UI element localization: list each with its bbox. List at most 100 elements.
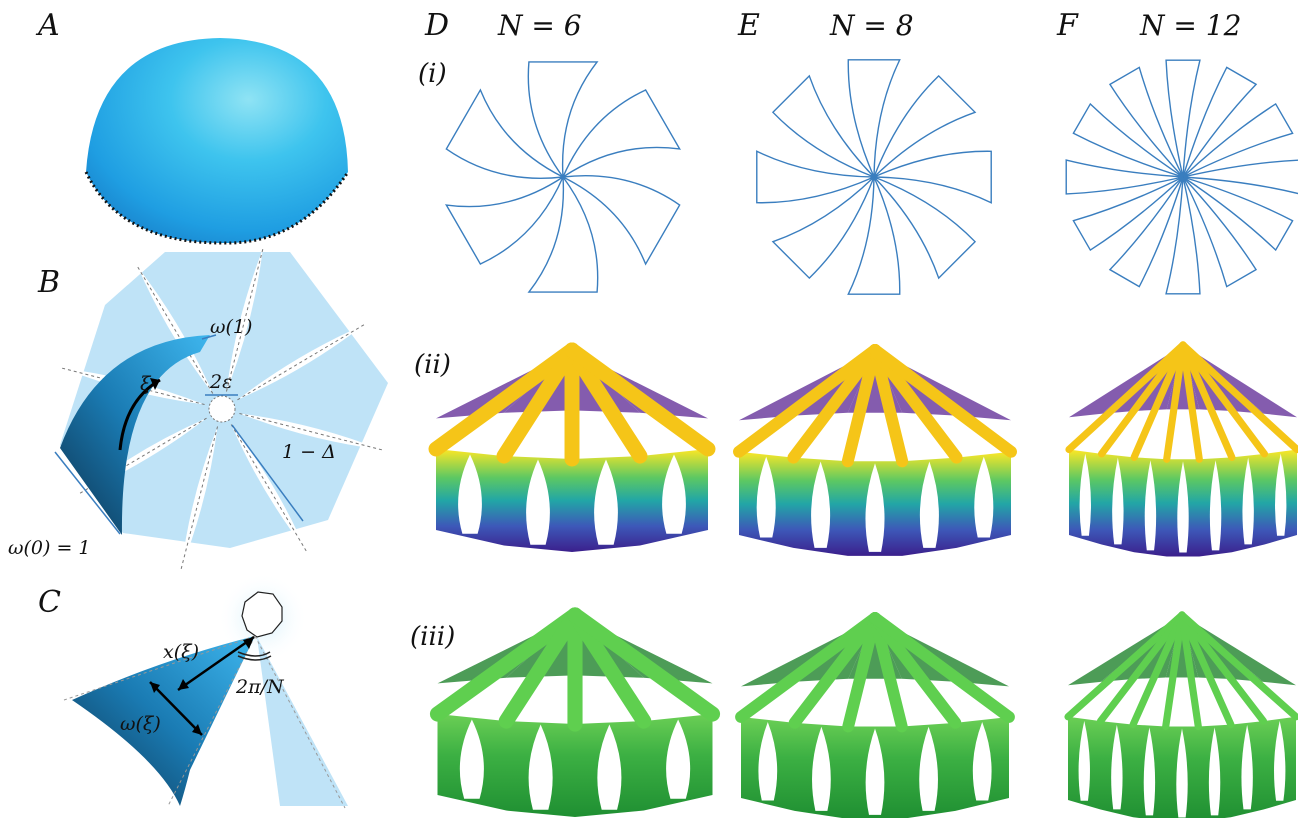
petal xyxy=(1072,102,1184,178)
panel-label-a: A xyxy=(35,8,60,43)
dome-rib xyxy=(787,344,881,464)
petal xyxy=(560,174,681,266)
dome-wall xyxy=(437,714,713,817)
petal xyxy=(1182,159,1298,195)
petal xyxy=(1165,59,1201,178)
dome-opening xyxy=(1208,727,1221,816)
dome-rib xyxy=(496,342,580,464)
petal xyxy=(1182,102,1294,178)
petal xyxy=(1108,66,1184,178)
dome-rib xyxy=(564,342,716,457)
dome-rib xyxy=(733,344,881,458)
dome-rib xyxy=(1178,611,1298,721)
dome-rib xyxy=(788,612,881,729)
dome-rib xyxy=(1178,611,1202,731)
label-x-xi: x(ξ) xyxy=(163,641,199,663)
dome-opening xyxy=(666,719,691,799)
dome-back-panel xyxy=(575,615,713,684)
dome-opening xyxy=(811,461,831,548)
dome-rib xyxy=(842,612,881,733)
flat-pattern-n6 xyxy=(444,61,682,293)
dome-opening xyxy=(1242,457,1254,545)
dome-rib xyxy=(1130,341,1187,461)
label-omega-xi: ω(ξ) xyxy=(120,713,161,735)
dome-opening xyxy=(974,456,994,538)
panel-c-sector: x(ξ) ω(ξ) 2π/N xyxy=(63,573,348,809)
dome-rib xyxy=(429,607,583,722)
petal xyxy=(847,176,901,295)
petal xyxy=(1072,176,1184,252)
dome-opening xyxy=(1274,720,1286,801)
petal xyxy=(1108,176,1184,288)
n-label-8: N = 8 xyxy=(829,9,914,42)
dome-opening xyxy=(662,454,686,534)
flat-pattern-n12 xyxy=(1065,59,1298,295)
dome-opening xyxy=(1078,720,1090,801)
petal xyxy=(771,74,875,178)
dome-back-panel xyxy=(1183,345,1297,418)
dome-back-panel xyxy=(739,350,875,421)
petal xyxy=(1165,176,1201,295)
dome-wall xyxy=(436,449,708,552)
dome-opening xyxy=(812,726,831,811)
panel-label-f: F xyxy=(1056,8,1079,43)
dome-rib xyxy=(1179,341,1203,463)
dome-opening xyxy=(1275,453,1287,536)
n-label-12: N = 12 xyxy=(1139,9,1241,42)
petal xyxy=(1182,66,1258,178)
dome-rib xyxy=(498,607,583,729)
row-label-i: (i) xyxy=(418,59,447,89)
dome-opening xyxy=(1144,460,1157,551)
label-one-minus-delta: 1 − Δ xyxy=(282,441,336,463)
panel-a-dome xyxy=(84,38,350,245)
dome-opening xyxy=(528,724,553,810)
petal xyxy=(847,59,901,178)
dome-opening xyxy=(1176,728,1188,818)
dome-rib xyxy=(1064,611,1186,721)
petal xyxy=(527,174,599,293)
panel-b-strip xyxy=(60,335,210,535)
row-label-ii: (ii) xyxy=(414,350,451,380)
panel-label-b: B xyxy=(37,265,60,300)
petal xyxy=(873,74,977,178)
dome-rib xyxy=(1065,341,1187,454)
dome-rib xyxy=(1096,611,1186,725)
dome-back-panel xyxy=(437,615,575,684)
dome-opening xyxy=(1143,727,1156,816)
dome-opening xyxy=(526,459,550,545)
petal xyxy=(445,88,566,180)
label-omega-0: ω(0) = 1 xyxy=(8,537,91,559)
dome-opening xyxy=(1241,724,1253,810)
dome-rib xyxy=(869,344,963,464)
dome-rib xyxy=(564,342,648,464)
dome-opening xyxy=(865,728,885,815)
dome-rib xyxy=(1129,611,1186,729)
dome-opening xyxy=(458,454,482,534)
petal xyxy=(1182,176,1294,252)
flat-pattern-n8 xyxy=(756,59,992,295)
dome-rib xyxy=(567,607,721,722)
dome-rib xyxy=(869,612,1015,723)
n-label-6: N = 6 xyxy=(497,9,582,42)
label-two-pi-over-n: 2π/N xyxy=(235,676,285,698)
panel-label-c: C xyxy=(38,585,61,620)
dome-viridis-n8 xyxy=(733,344,1017,556)
dome-rib xyxy=(1178,611,1235,729)
label-xi: ξ xyxy=(140,373,152,395)
dome-opening xyxy=(758,721,778,801)
dome-rib xyxy=(428,342,580,457)
petal xyxy=(756,150,875,204)
dome-rib xyxy=(869,344,1017,458)
dome-opening xyxy=(756,456,776,538)
dome-green-n6 xyxy=(429,607,721,817)
panel-label-e: E xyxy=(737,8,760,43)
dome-opening xyxy=(865,463,885,552)
dome-rib xyxy=(1163,341,1187,463)
dome-opening xyxy=(594,459,618,545)
dome-rib xyxy=(567,607,652,729)
petal xyxy=(1182,176,1258,288)
dome-rib xyxy=(1179,341,1236,461)
dome-rib xyxy=(1162,611,1186,731)
dome-back-panel xyxy=(1182,615,1296,686)
